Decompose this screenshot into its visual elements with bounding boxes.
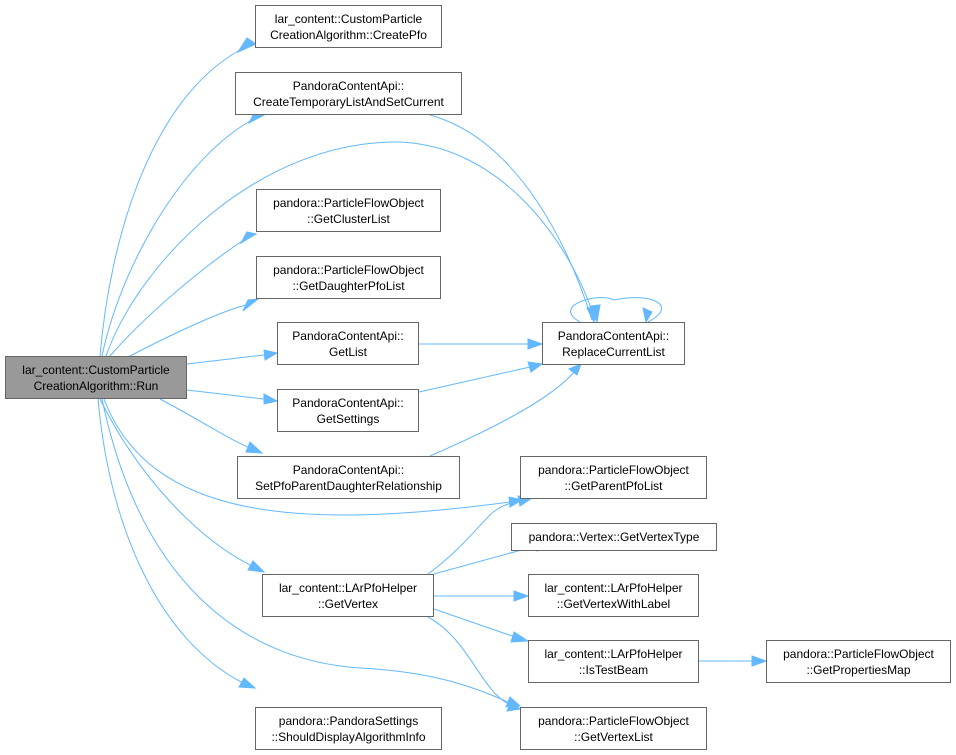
node-get-list[interactable]: PandoraContentApi:: GetList xyxy=(277,322,419,365)
node-label-line1: PandoraContentApi:: xyxy=(292,395,404,410)
node-label-line1: lar_content::LArPfoHelper xyxy=(278,580,418,595)
node-get-properties-map[interactable]: pandora::ParticleFlowObject ::GetPropert… xyxy=(766,640,951,683)
node-label-line2: ::GetParentPfoList xyxy=(564,478,663,493)
node-label-line2: ::GetVertexList xyxy=(574,729,653,744)
node-label-line1: pandora::ParticleFlowObject xyxy=(273,262,424,277)
node-label-line2: ReplaceCurrentList xyxy=(562,344,665,359)
node-label-line2: SetPfoParentDaughterRelationship xyxy=(255,478,442,493)
node-get-daughter-pfo-list[interactable]: pandora::ParticleFlowObject ::GetDaughte… xyxy=(256,256,441,299)
node-label-line2: ::GetDaughterPfoList xyxy=(292,278,405,293)
node-get-vertex[interactable]: lar_content::LArPfoHelper ::GetVertex xyxy=(262,574,434,617)
node-label-line2: GetList xyxy=(328,344,367,359)
edge-setpfo-replace-arrowhead xyxy=(568,363,582,376)
node-label-line2: CreationAlgorithm::CreatePfo xyxy=(270,27,427,42)
edge-run-parentpfo xyxy=(103,398,511,516)
edge-run-getlist-arrowhead xyxy=(263,349,279,361)
edge-replace-self-arrowhead xyxy=(642,307,653,324)
node-label-line2: ::GetVertex xyxy=(317,596,379,611)
node-label-line1: lar_content::LArPfoHelper xyxy=(544,646,683,661)
edge-run-replace xyxy=(105,141,596,357)
edge-getvertex-vertexlist xyxy=(427,616,511,706)
node-get-parent-pfo-list[interactable]: pandora::ParticleFlowObject ::GetParentP… xyxy=(520,456,707,499)
edge-createtemp-replace xyxy=(429,114,593,321)
edge-run-getdaughter xyxy=(129,304,247,357)
node-label-line1: pandora::PandoraSettings xyxy=(278,713,419,728)
node-label-line1: lar_content::CustomParticle xyxy=(22,362,170,377)
edge-run-shoulddisplay-arrowhead xyxy=(238,677,257,689)
node-root-run: lar_content::CustomParticle CreationAlgo… xyxy=(5,356,187,399)
node-label-line1: lar_content::CustomParticle xyxy=(274,11,423,26)
node-replace-current-list[interactable]: PandoraContentApi:: ReplaceCurrentList xyxy=(542,322,685,365)
edge-replace-self xyxy=(570,297,662,323)
node-label-line2: ::IsTestBeam xyxy=(578,662,649,677)
node-label-line2: ::ShouldDisplayAlgorithmInfo xyxy=(271,729,426,744)
node-get-vertex-with-label[interactable]: lar_content::LArPfoHelper ::GetVertexWit… xyxy=(528,574,699,617)
node-get-vertex-list[interactable]: pandora::ParticleFlowObject ::GetVertexL… xyxy=(520,707,707,750)
node-label-line1: pandora::ParticleFlowObject xyxy=(783,646,934,661)
edge-run-setpfo xyxy=(159,398,251,449)
edge-run-setpfo-arrowhead xyxy=(245,441,264,454)
node-label-line2: CreateTemporaryListAndSetCurrent xyxy=(253,94,444,109)
edge-getsettings-replace xyxy=(418,366,531,393)
edge-getlist-replace-arrowhead xyxy=(527,338,544,350)
edge-setpfo-replace xyxy=(429,371,575,457)
node-label-line1: pandora::Vertex::GetVertexType xyxy=(528,530,700,544)
node-get-vertex-type[interactable]: pandora::Vertex::GetVertexType xyxy=(511,523,717,551)
edge-run-getdaughter-arrowhead xyxy=(242,298,260,312)
edge-run-createpfo-arrowhead xyxy=(236,37,258,54)
node-label-line1: PandoraContentApi:: xyxy=(292,328,404,343)
node-label-line1: PandoraContentApi:: xyxy=(292,462,405,477)
node-get-cluster-list[interactable]: pandora::ParticleFlowObject ::GetCluster… xyxy=(256,189,441,232)
node-label-line1: lar_content::LArPfoHelper xyxy=(544,580,683,595)
node-get-settings[interactable]: PandoraContentApi:: GetSettings xyxy=(277,389,419,432)
edge-run-getcluster xyxy=(109,239,245,357)
node-set-pfo-parent-daughter[interactable]: PandoraContentApi:: SetPfoParentDaughter… xyxy=(237,456,460,499)
node-create-temporary-list[interactable]: PandoraContentApi:: CreateTemporaryListA… xyxy=(235,72,462,115)
node-label-line2: CreationAlgorithm::Run xyxy=(33,378,159,393)
edge-getvertex-withlabel-arrowhead xyxy=(513,590,530,602)
edge-getvertex-parentpfo xyxy=(427,499,521,575)
edge-testbeam-propmap-arrowhead xyxy=(751,655,768,667)
edge-run-getlist xyxy=(186,354,265,365)
edge-run-createpfo xyxy=(99,49,241,357)
node-create-pfo[interactable]: lar_content::CustomParticle CreationAlgo… xyxy=(255,5,442,48)
node-label-line2: ::GetPropertiesMap xyxy=(806,662,911,677)
node-is-test-beam[interactable]: lar_content::LArPfoHelper ::IsTestBeam xyxy=(528,640,699,683)
node-label-line2: GetSettings xyxy=(316,411,380,426)
edge-run-getsettings xyxy=(186,389,265,400)
edge-getsettings-replace-arrowhead xyxy=(527,361,544,373)
node-label-line1: pandora::ParticleFlowObject xyxy=(273,195,424,210)
node-label-line1: pandora::ParticleFlowObject xyxy=(538,462,689,477)
edge-getvertex-testbeam-arrowhead xyxy=(510,631,530,643)
edge-run-getvertex-arrowhead xyxy=(247,560,266,573)
edge-createtemp-replace-arrowhead xyxy=(586,306,598,324)
node-should-display-algorithm-info[interactable]: pandora::PandoraSettings ::ShouldDisplay… xyxy=(255,707,442,750)
node-label-line1: PandoraContentApi:: xyxy=(557,328,670,343)
edge-run-getcluster-arrowhead xyxy=(239,231,258,245)
edge-getvertex-vertexlist-arrowhead xyxy=(506,700,522,712)
node-label-line1: PandoraContentApi:: xyxy=(292,78,405,93)
node-label-line2: ::GetVertexWithLabel xyxy=(556,596,671,611)
edge-run-shoulddisplay xyxy=(97,398,244,684)
edge-getvertex-testbeam xyxy=(433,608,516,638)
node-label-line2: ::GetClusterList xyxy=(307,211,390,226)
edge-run-getvertex xyxy=(99,398,253,567)
node-label-line1: pandora::ParticleFlowObject xyxy=(538,713,689,728)
edge-run-createtemp xyxy=(101,119,253,357)
edge-run-getsettings-arrowhead xyxy=(263,393,279,405)
edge-run-getvertexlist xyxy=(101,398,509,703)
